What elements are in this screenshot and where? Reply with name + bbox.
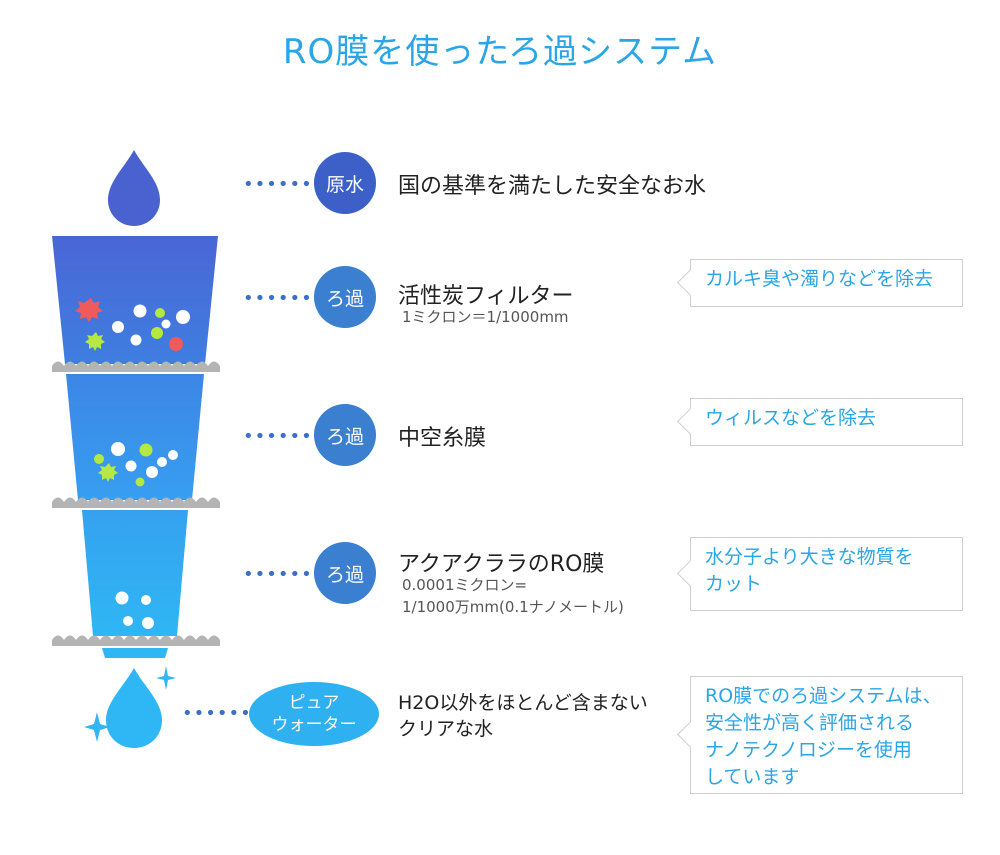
- pure-water-note-line-4: しています: [705, 766, 800, 788]
- ro-membrane-spec-line-2: 1/1000万mm(0.1ナノメートル): [402, 598, 624, 616]
- filter-mesh-3: [52, 635, 220, 646]
- pure-water-label-line-2: クリアな水: [398, 718, 494, 740]
- filter-badge-activated-carbon: ろ過: [314, 266, 376, 328]
- impurity-particles-1: [75, 298, 190, 351]
- raw-water-label: 国の基準を満たした安全なお水: [398, 174, 707, 199]
- hollow-fiber-section: [66, 374, 204, 500]
- pure-water-drop-icon: [106, 668, 162, 748]
- impurity-particles-2: [94, 442, 178, 487]
- filter-mesh-2: [52, 497, 220, 508]
- page-title: RO膜を使ったろ過システム: [282, 32, 718, 72]
- ro-membrane-label: アクアクララのRO膜: [398, 552, 605, 577]
- pure-water-label-line-1: H2O以外をほとんど含まない: [398, 692, 648, 714]
- pure-water-badge-line-1: ピュア: [288, 693, 340, 713]
- filter-mesh-1: [52, 361, 220, 372]
- pure-water-note-line-2: 安全性が高く評価される: [705, 712, 915, 734]
- connector-dots: ••••••: [243, 288, 313, 309]
- funnel-outlet: [102, 648, 168, 658]
- raw-water-badge: 原水: [314, 152, 376, 214]
- pure-water-note-line-3: ナノテクノロジーを使用: [705, 739, 912, 761]
- sparkle-icon: [156, 666, 176, 690]
- ro-membrane-note-line-1: 水分子より大きな物質を: [705, 546, 914, 568]
- pure-water-badge: ピュア ウォーター: [249, 682, 379, 746]
- impurity-particles-3: [115, 591, 154, 629]
- hollow-fiber-label: 中空糸膜: [398, 426, 487, 451]
- ro-membrane-note: 水分子より大きな物質を カット: [690, 537, 963, 611]
- filter-badge-ro-membrane: ろ過: [314, 542, 376, 604]
- pure-water-note: RO膜でのろ過システムは、 安全性が高く評価される ナノテクノロジーを使用 して…: [690, 676, 963, 794]
- ro-membrane-note-line-2: カット: [705, 573, 763, 595]
- ro-membrane-section: [82, 510, 188, 636]
- hollow-fiber-note: ウィルスなどを除去: [690, 398, 963, 446]
- filter-badge-hollow-fiber: ろ過: [314, 404, 376, 466]
- sparkle-icon: [84, 712, 110, 742]
- connector-dots: ••••••: [243, 426, 313, 447]
- connector-dots: ••••••: [243, 174, 313, 195]
- pure-water-badge-line-2: ウォーター: [271, 715, 357, 735]
- activated-carbon-section: [52, 236, 218, 364]
- connector-dots: ••••••: [182, 703, 252, 724]
- pure-water-note-line-1: RO膜でのろ過システムは、: [705, 685, 942, 707]
- ro-membrane-spec-line-1: 0.0001ミクロン=: [402, 576, 528, 594]
- activated-carbon-note: カルキ臭や濁りなどを除去: [690, 259, 963, 307]
- raw-water-drop-icon: [108, 150, 160, 226]
- filtration-funnel-illustration: [52, 150, 220, 748]
- activated-carbon-label: 活性炭フィルター: [398, 284, 574, 309]
- activated-carbon-spec: 1ミクロン＝1/1000mm: [402, 308, 569, 326]
- connector-dots: ••••••: [243, 564, 313, 585]
